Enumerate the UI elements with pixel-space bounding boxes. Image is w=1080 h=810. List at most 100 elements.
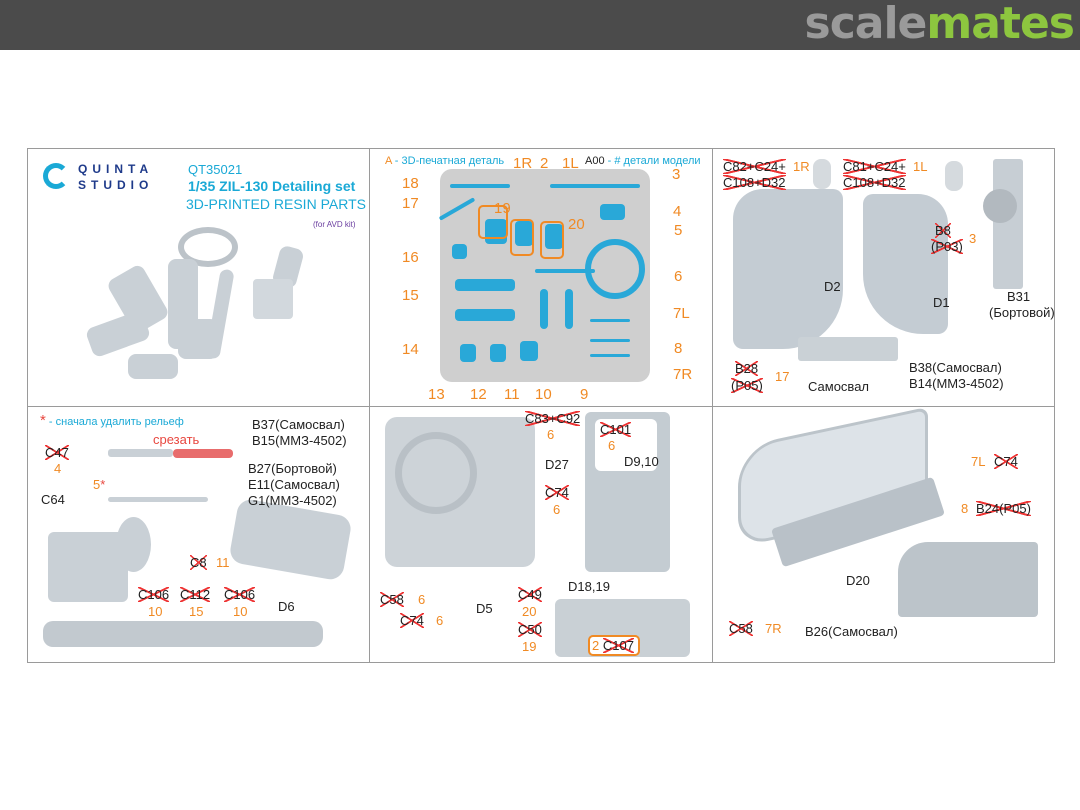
- sprue-plate: [438, 169, 650, 382]
- steering-wheel-render: [395, 432, 477, 514]
- callout: 20: [522, 604, 537, 619]
- callout: 1R: [513, 155, 533, 172]
- panel-gearbox: * - сначала удалить рельеф срезать B37(С…: [28, 407, 369, 664]
- callout: 17: [402, 195, 419, 212]
- part-label: D27: [545, 457, 569, 472]
- product-title: 1/35 ZIL-130 Detailing set: [188, 178, 356, 194]
- kit-part-removed: C58: [729, 621, 753, 636]
- panel-rear: 7L C74 8 B24(P05) D20 C58 7R B26(Самосва…: [713, 407, 1056, 664]
- product-subtitle: 3D-PRINTED RESIN PARTS: [186, 196, 366, 212]
- instruction-sheet: QUINTA STUDIO QT35021 1/35 ZIL-130 Detai…: [27, 148, 1055, 663]
- callout: 12: [470, 386, 487, 403]
- callout: 7L: [971, 454, 986, 469]
- divider: [712, 149, 713, 662]
- part-label: B37(Самосвал): [252, 417, 345, 432]
- callout: 7L: [673, 305, 690, 322]
- kit-part-removed: C108+D32: [843, 175, 906, 190]
- part-label: B31: [1007, 289, 1031, 304]
- panel-mirrors: C82+C24+ C108+D32 1R C81+C24+ C108+D32 1…: [713, 149, 1056, 406]
- part-label: (Бортовой): [989, 305, 1055, 320]
- brand-name: QUINTA: [78, 162, 154, 176]
- panel-title: QUINTA STUDIO QT35021 1/35 ZIL-130 Detai…: [28, 149, 369, 406]
- callout: 1L: [913, 159, 928, 174]
- panel-cabin: C83+C92 6 C101 6 D9,10 D27 C74 6 C58 6 C…: [370, 407, 712, 664]
- callout: 6: [674, 268, 683, 285]
- kit-part-removed: C82+C24+: [723, 159, 786, 174]
- part-label: G1(ММЗ-4502): [248, 493, 337, 508]
- callout: 13: [428, 386, 445, 403]
- kit-part-removed: C50: [518, 622, 542, 637]
- part-label: D6: [278, 599, 295, 614]
- part-label: D20: [846, 573, 870, 588]
- callout: 19: [522, 639, 537, 654]
- callout: 3: [672, 166, 681, 183]
- kit-part-removed: C47: [45, 445, 69, 460]
- callout: 20: [568, 216, 585, 233]
- brand-name: STUDIO: [78, 178, 154, 192]
- part-label: D5: [476, 601, 493, 616]
- kit-part-removed: C58: [380, 592, 404, 607]
- part-label: D9,10: [624, 454, 659, 469]
- divider: [369, 149, 370, 662]
- callout-group: 2 C107: [592, 638, 634, 653]
- callout: 6: [608, 438, 616, 453]
- callout: 10: [233, 604, 248, 619]
- cut-part: [173, 449, 233, 458]
- callout: 15: [402, 287, 419, 304]
- callout: 17: [775, 369, 790, 384]
- callout: 1L: [562, 155, 579, 172]
- kit-part-removed: (P05): [731, 378, 763, 393]
- callout: 8: [674, 340, 683, 357]
- kit-part-removed: C101: [600, 422, 632, 437]
- site-header: scalemates: [0, 0, 1080, 50]
- kit-part-removed: C74: [545, 485, 569, 500]
- callout: 15: [189, 604, 204, 619]
- part-label: B27(Бортовой): [248, 461, 337, 476]
- callout: 1R: [793, 159, 810, 174]
- quinta-logo-icon: [43, 163, 69, 189]
- kit-part-removed: B8: [935, 223, 951, 238]
- cut-label: срезать: [153, 432, 200, 447]
- kit-part-removed: C112: [180, 587, 211, 602]
- callout: 6: [418, 592, 426, 607]
- part-label: D18,19: [568, 579, 610, 594]
- panel-sprue: A - 3D-печатная деталь A00 - # детали мо…: [370, 149, 712, 406]
- callout: 10: [535, 386, 552, 403]
- kit-note: (for AVD kit): [313, 220, 356, 229]
- callout: 18: [402, 175, 419, 192]
- kit-part-removed: C106: [224, 587, 256, 602]
- part-label: B38(Самосвал): [909, 360, 1002, 375]
- callout: 2: [540, 155, 549, 172]
- callout: 11: [216, 555, 230, 570]
- callout: 9: [580, 386, 589, 403]
- callout: 6: [553, 502, 561, 517]
- kit-part-removed: C74: [400, 613, 424, 628]
- callout: 7R: [673, 366, 693, 383]
- kit-part-removed: B24(P05): [976, 501, 1031, 516]
- kit-part-removed: C106: [138, 587, 170, 602]
- part-label: B15(ММЗ-4502): [252, 433, 347, 448]
- callout: 16: [402, 249, 419, 266]
- part-label: B14(ММЗ-4502): [909, 376, 1004, 391]
- kit-part-removed: C83+C92: [525, 411, 581, 426]
- callout: 5*: [93, 477, 106, 492]
- callout: 4: [54, 461, 62, 476]
- part-label: C64: [41, 492, 65, 507]
- callout: 11: [504, 386, 520, 403]
- callout: 8: [961, 501, 969, 516]
- product-code: QT35021: [188, 162, 243, 177]
- callout: 7R: [765, 621, 782, 636]
- kit-part-removed: C49: [518, 587, 542, 602]
- kit-part-removed: C74: [994, 454, 1018, 469]
- kit-part-removed: C8: [190, 555, 207, 570]
- scalemates-logo[interactable]: scalemates: [804, 0, 1075, 49]
- callout: 6: [547, 427, 555, 442]
- legend-kit: A00 - # детали модели: [585, 155, 701, 167]
- part-label: D2: [824, 279, 841, 294]
- callout: 3: [969, 231, 977, 246]
- callout: 14: [402, 341, 419, 358]
- kit-part-removed: C81+C24+: [843, 159, 906, 174]
- part-label: E11(Самосвал): [248, 477, 340, 492]
- part-label: Самосвал: [808, 379, 870, 394]
- kit-part-removed: (P03): [931, 239, 963, 254]
